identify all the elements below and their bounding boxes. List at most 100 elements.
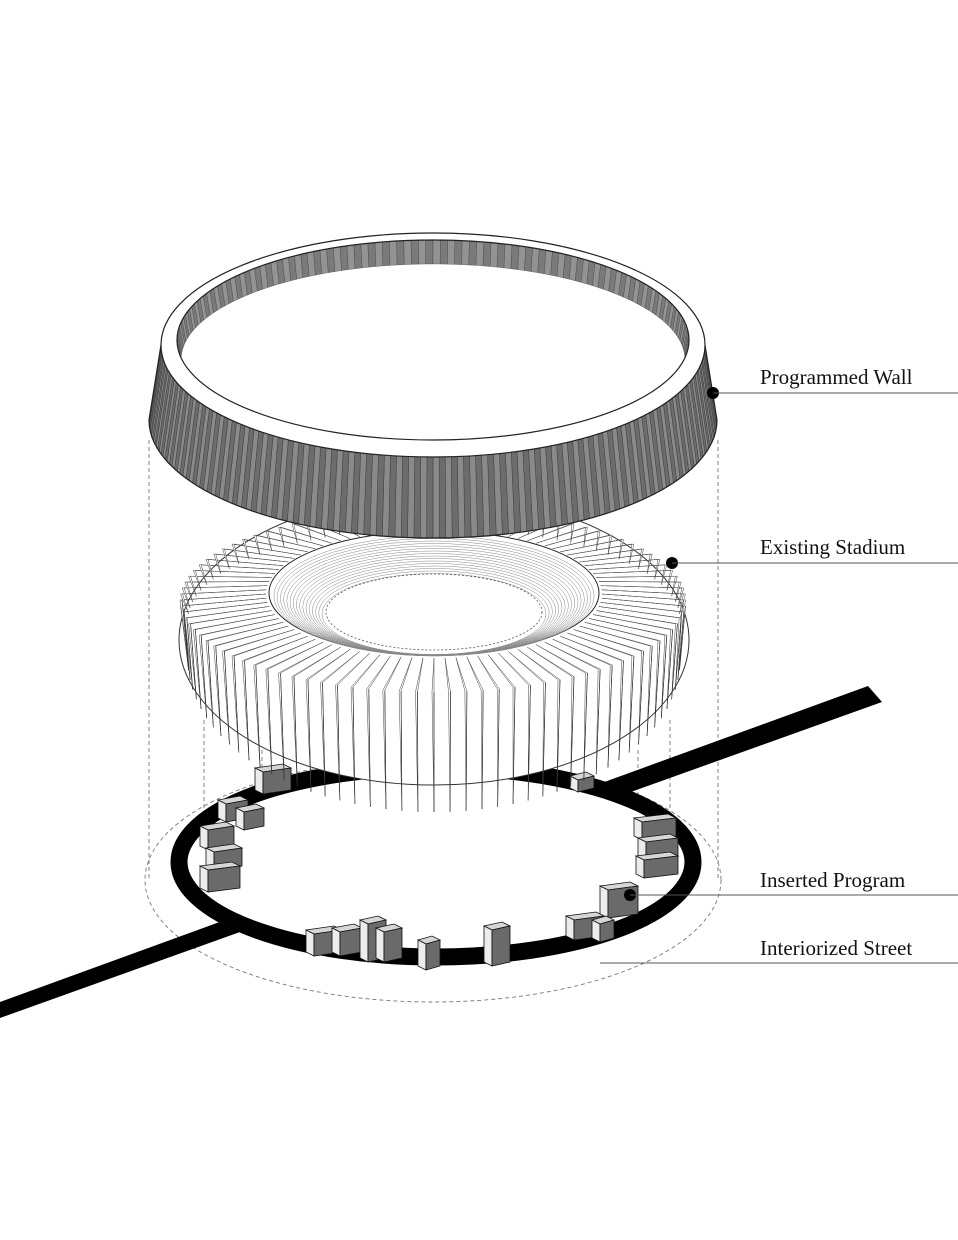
stadium-rib — [193, 570, 275, 591]
wall-inner-fin — [403, 240, 412, 265]
stadium-rib-edge — [595, 669, 601, 775]
program-block-front — [599, 919, 615, 943]
wall-inner-fin — [418, 239, 426, 265]
stadium-rib-edge — [195, 629, 202, 709]
wall-top-surface — [160, 232, 706, 458]
stadium-rib-edge — [654, 640, 661, 728]
program-block-side — [217, 799, 227, 823]
inserted-program-blocks — [198, 763, 680, 971]
stadium-rib-edge — [181, 599, 189, 661]
wall-inner-fin — [410, 240, 419, 265]
stadium-field — [325, 573, 543, 651]
wall-inner-fin — [461, 240, 470, 266]
program-block-side — [633, 817, 643, 841]
stadium-rib-edge — [307, 679, 312, 792]
stadium-rib — [552, 534, 613, 555]
stadium-rib-edge — [570, 676, 575, 787]
program-block-side — [254, 767, 264, 795]
program-block-side — [331, 927, 341, 957]
stadium-rib-edge — [628, 655, 635, 753]
stadium-rib-edge — [583, 672, 588, 781]
wall-inner-fin — [382, 241, 391, 267]
wall-fin — [451, 456, 459, 538]
stadium-rib-edge — [368, 688, 371, 807]
stadium-rib-edge — [465, 691, 468, 811]
footprint-dashed-ellipse — [144, 757, 722, 1003]
callout-interiorized-street: Interiorized Street — [600, 936, 958, 964]
stadium-rib-edge — [660, 635, 668, 719]
stadium-rib — [180, 589, 267, 615]
program-block-front — [243, 807, 265, 831]
stadium-rib — [278, 526, 332, 548]
stadium-rib — [596, 575, 678, 597]
programmed-wall — [148, 232, 718, 539]
wall-fin — [426, 456, 434, 539]
wall-inner-fin — [425, 239, 434, 265]
wall-inner-fin — [353, 243, 363, 269]
program-block-front — [339, 927, 363, 957]
program-block-front — [262, 767, 292, 795]
stadium-rib — [222, 548, 295, 569]
stadium-rib — [181, 585, 268, 609]
stadium-rib-edge — [666, 629, 673, 709]
stadium-rib — [184, 581, 270, 603]
program-block-front — [383, 927, 403, 963]
stadium-rib — [265, 530, 324, 551]
wall-inner-fin — [489, 242, 499, 268]
stadium-rib-edge — [322, 682, 326, 797]
program-block-front — [207, 865, 241, 893]
stadium-rib — [579, 553, 653, 575]
stadium-rib — [573, 548, 644, 569]
stadium-rib-edge — [674, 617, 682, 690]
wall-fin — [420, 456, 428, 539]
program-block-side — [359, 919, 369, 963]
program-block-side — [565, 915, 575, 941]
wall-inner-fin — [475, 241, 484, 267]
street-ring-inner-fill — [188, 776, 684, 948]
stadium-rib — [213, 553, 289, 575]
wall-inner-fin — [454, 240, 463, 265]
stadium-rib-edge — [255, 665, 261, 768]
stadium-rib-edge — [186, 617, 194, 690]
label-inserted-program: Inserted Program — [760, 868, 905, 892]
stadium-rib-edge — [207, 640, 214, 728]
stadium-rib-edge — [183, 611, 191, 680]
stadium-rib-edge — [293, 676, 298, 787]
wall-fin — [457, 456, 465, 538]
label-programmed-wall: Programmed Wall — [760, 365, 913, 389]
program-block-side — [235, 807, 245, 831]
stadium-rib-edge — [527, 684, 531, 801]
callout-programmed-wall: Programmed Wall — [707, 365, 958, 399]
stadium-rib-edge — [233, 655, 240, 753]
program-block-side — [199, 865, 209, 893]
stadium-rib-edge — [481, 690, 484, 810]
program-block-side — [417, 939, 427, 971]
program-block-side — [599, 885, 609, 919]
label-interiorized-street: Interiorized Street — [760, 936, 912, 960]
callout-existing-stadium: Existing Stadium — [666, 535, 958, 569]
wall-inner-fin — [468, 240, 477, 266]
program-block-front — [491, 925, 511, 967]
stadium-rib — [589, 564, 668, 585]
wall-inner-fin — [496, 243, 506, 269]
stadium-rib — [560, 539, 624, 560]
stadium-rib-edge — [671, 623, 678, 700]
stadium-rib-edge — [400, 691, 403, 811]
stadium-rib — [527, 523, 575, 544]
stadium-rib-edge — [497, 688, 500, 807]
stadium-rib-edge — [280, 672, 285, 781]
stadium-rib — [188, 575, 272, 597]
stadium-rib-edge — [244, 660, 250, 761]
wall-inner-fin — [432, 239, 441, 265]
program-block-front — [577, 775, 595, 793]
stadium-rib — [205, 559, 284, 580]
stadium-rib-edge — [638, 651, 644, 745]
wall-inner-fin — [346, 244, 356, 270]
stadium-rib-edge — [190, 623, 197, 700]
stadium-rib-edge — [542, 682, 546, 797]
stadium-rib-edge — [679, 605, 686, 670]
stadium-rib-edge — [556, 679, 561, 792]
stadium-rib — [584, 559, 661, 580]
program-block-front — [425, 939, 441, 971]
